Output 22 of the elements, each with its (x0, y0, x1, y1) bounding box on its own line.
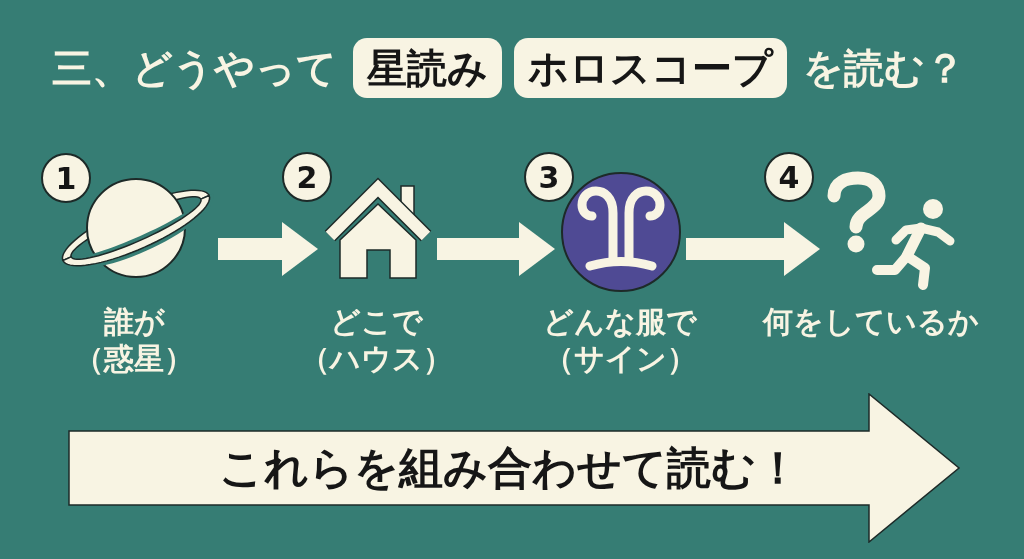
question-runner-icon (825, 172, 957, 292)
caption-subtext: （サイン） (543, 341, 697, 377)
caption-subtext: （惑星） (74, 341, 194, 377)
step-number-badge: 1 (41, 153, 91, 203)
title-text: を読む？ (803, 44, 965, 92)
house-icon (323, 176, 433, 280)
caption-subtext: （ハウス） (299, 341, 453, 377)
arrow (686, 222, 820, 276)
caption-text: どんな服で (543, 304, 697, 340)
banner-text: これらを組み合わせて読む！ (218, 442, 800, 494)
title-text: 三、どうやって (52, 44, 337, 92)
aries-symbol-icon (560, 171, 682, 293)
step-number-badge: 4 (764, 152, 814, 202)
caption-text: どこで (329, 304, 423, 340)
step-number-badge: 3 (524, 152, 574, 202)
keyword-tag: 星読み (353, 38, 502, 98)
arrow (437, 222, 555, 276)
keyword-tag: ホロスコープ (514, 38, 787, 98)
step-number-badge: 2 (282, 152, 332, 202)
caption-text: 誰が (103, 304, 165, 340)
arrow (218, 222, 318, 276)
caption-text: 何をしているか (763, 304, 979, 340)
